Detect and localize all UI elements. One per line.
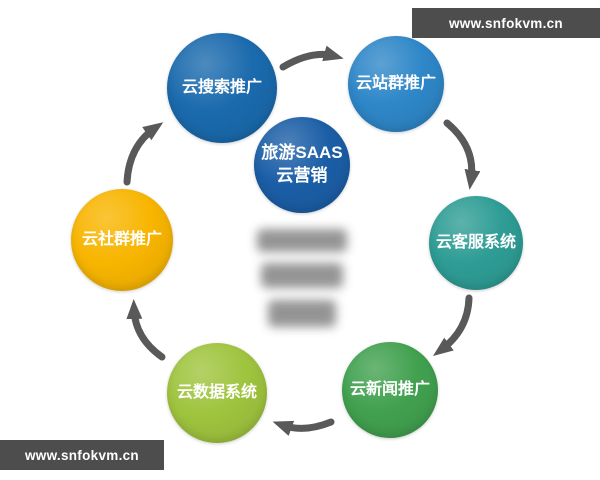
node-label: 云社群推广	[81, 230, 162, 248]
watermark-banner-bottom-left: www.snfokvm.cn	[0, 440, 164, 470]
arrow-data-to-community-icon	[126, 299, 166, 361]
center-label-line2: 云营销	[276, 166, 328, 185]
node-label: 云新闻推广	[349, 380, 430, 398]
node-cloud-search-promotion: 云搜索推广	[167, 33, 277, 143]
node-cloud-community-promotion: 云社群推广	[71, 189, 173, 291]
arrow-search-to-sitegroup-icon	[279, 45, 344, 71]
center-label-line1: 旅游SAAS	[261, 143, 343, 163]
arrow-service-to-news-icon	[432, 294, 473, 356]
node-label: 云数据系统	[176, 383, 257, 401]
node-cloud-news-promotion: 云新闻推广	[342, 342, 438, 438]
node-cloud-sitegroup-promotion: 云站群推广	[348, 36, 444, 132]
node-label: 云客服系统	[435, 233, 516, 251]
node-label: 云站群推广	[355, 74, 436, 92]
node-cloud-data-system: 云数据系统	[167, 343, 267, 443]
node-center-tourism-saas: 旅游SAAS 云营销	[254, 117, 350, 213]
blurred-text-line-3	[268, 300, 336, 327]
arrow-news-to-data-icon	[272, 418, 335, 436]
node-cloud-customer-service: 云客服系统	[429, 196, 523, 290]
arrow-community-to-search-icon	[123, 122, 164, 186]
blurred-text-line-2	[261, 263, 343, 288]
watermark-banner-top-right: www.snfokvm.cn	[412, 8, 600, 38]
node-label: 云搜索推广	[181, 78, 262, 96]
blurred-text-line-1	[257, 229, 347, 252]
arrow-sitegroup-to-service-icon	[443, 119, 481, 190]
